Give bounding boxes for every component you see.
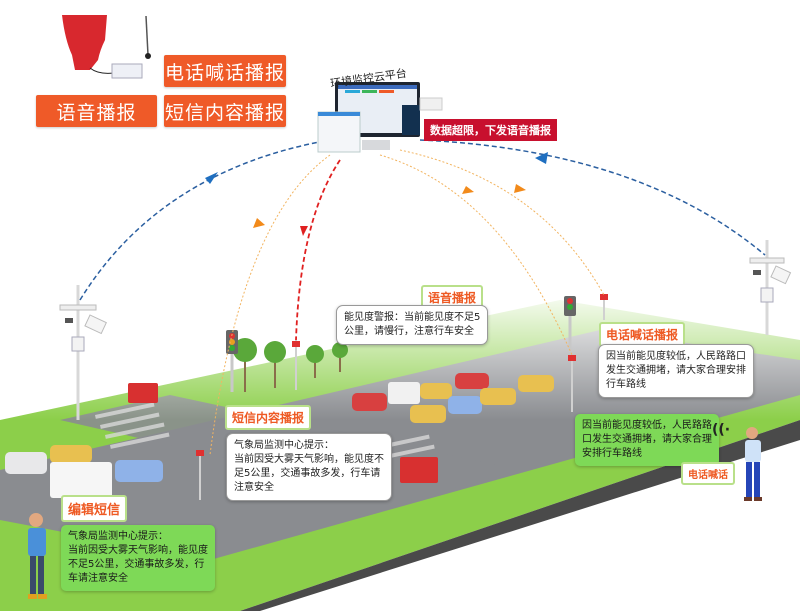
taxi [50, 445, 92, 463]
voice-bubble: 能见度警报：当前能见度不足5 公里，请慢行，注意行车安全 [336, 305, 489, 345]
arc-blue-right [419, 139, 766, 256]
broadcast-pole-voice [292, 340, 300, 390]
arrow-red [300, 226, 308, 236]
bubble-line: 不足5公里，交通事故多发，行 [68, 559, 205, 570]
bubble-line: 注意安全 [234, 482, 274, 493]
speaker-horn-icon [62, 15, 107, 70]
broadcast-pole-phone [600, 294, 608, 320]
truck-red [128, 383, 158, 403]
phone-call-tag: 电话喊话 [681, 462, 735, 485]
arrow-blue-up-left [205, 172, 218, 184]
person-texting [28, 513, 47, 599]
arrow-orange-right [514, 184, 526, 193]
phone-broadcast-label: 电话喊话播报 [164, 55, 286, 87]
bubble-line: 口发生交通拥堵，请大家合理 [582, 434, 712, 445]
arrow-orange-left [253, 218, 265, 228]
arc-arrowheads [205, 152, 548, 236]
taxi-5 [518, 375, 554, 392]
bubble-line: 气象局监测中心提示： [68, 531, 168, 542]
car-red-2 [455, 373, 489, 389]
bubble-line: 发生交通拥堵，请大家合理安排 [606, 365, 746, 376]
sms-broadcast-label: 短信内容播报 [164, 95, 286, 127]
traffic-light-right [564, 296, 576, 352]
bubble-line: 能见度警报：当前能见度不足5 [344, 312, 481, 323]
bubble-line: 因当前能见度较低，人民路路 [582, 420, 712, 431]
weather-station-right [749, 240, 792, 335]
bubble-line: 因当前能见度较低，人民路路口 [606, 351, 746, 362]
signal-waves-icon: ((· [712, 422, 731, 438]
antenna-icon [145, 15, 149, 56]
bubble-line: 足5公里，交通事故多发，行车请 [234, 468, 381, 479]
van-white [50, 462, 112, 498]
broadcast-pole-sms [196, 450, 204, 500]
arc-orange-left [209, 154, 331, 456]
communication-arcs [79, 139, 766, 456]
car-blue [115, 460, 163, 482]
car-red [352, 393, 387, 411]
truck-red-2 [400, 457, 438, 483]
bubble-line: 安排行车路线 [582, 448, 642, 459]
bubble-line: 当前因受大雾天气影响，能见度 [68, 545, 208, 556]
sms-edit-bubble: 气象局监测中心提示： 当前因受大雾天气影响，能见度 不足5公里，交通事故多发，行… [61, 525, 215, 591]
arrow-blue-left-right [535, 152, 548, 164]
bubble-line: 车请注意安全 [68, 573, 128, 584]
bubble-line: 公里，请慢行，注意行车安全 [344, 326, 474, 337]
wireless-controller-icon [111, 63, 143, 79]
car-white [5, 452, 47, 474]
voice-broadcast-label: 语音播报 [36, 95, 157, 127]
bubble-line: 行车路线 [606, 379, 646, 390]
phone-call-bubble: 因当前能见度较低，人民路路 口发生交通拥堵，请大家合理 安排行车路线 [575, 414, 719, 466]
phone-display-tag: 电话喊话播报 [599, 322, 686, 347]
arc-red [295, 159, 341, 341]
sms-display-bubble: 气象局监测中心提示： 当前因受大雾天气影响，能见度不 足5公里，交通事故多发，行… [226, 433, 392, 501]
traffic-light-left [226, 330, 238, 392]
sms-edit-tag: 编辑短信 [61, 495, 128, 522]
person-on-phone [744, 427, 762, 501]
sms-display-tag: 短信内容播报 [225, 405, 312, 430]
arc-orange-right [399, 149, 605, 296]
vehicles [5, 373, 554, 498]
taxi-2 [420, 383, 452, 399]
monitor-icon [317, 82, 443, 153]
alert-banner: 数据超限，下发语音播报 [424, 119, 557, 141]
car-blue-2 [448, 396, 482, 414]
van-white-2 [388, 382, 420, 404]
broadcast-pole-phone-display [568, 355, 576, 412]
taxi-3 [410, 405, 446, 423]
trees [233, 338, 348, 392]
arc-orange-mid [379, 154, 573, 356]
bubble-line: 气象局监测中心提示： [234, 440, 334, 451]
bubble-line: 当前因受大雾天气影响，能见度不 [234, 454, 384, 465]
siren-device [62, 15, 151, 79]
phone-display-bubble: 因当前能见度较低，人民路路口 发生交通拥堵，请大家合理安排 行车路线 [598, 344, 754, 398]
arrow-orange-mid [462, 186, 474, 194]
arc-blue-left [79, 139, 331, 301]
taxi-4 [480, 388, 516, 405]
weather-station-left [59, 285, 107, 420]
